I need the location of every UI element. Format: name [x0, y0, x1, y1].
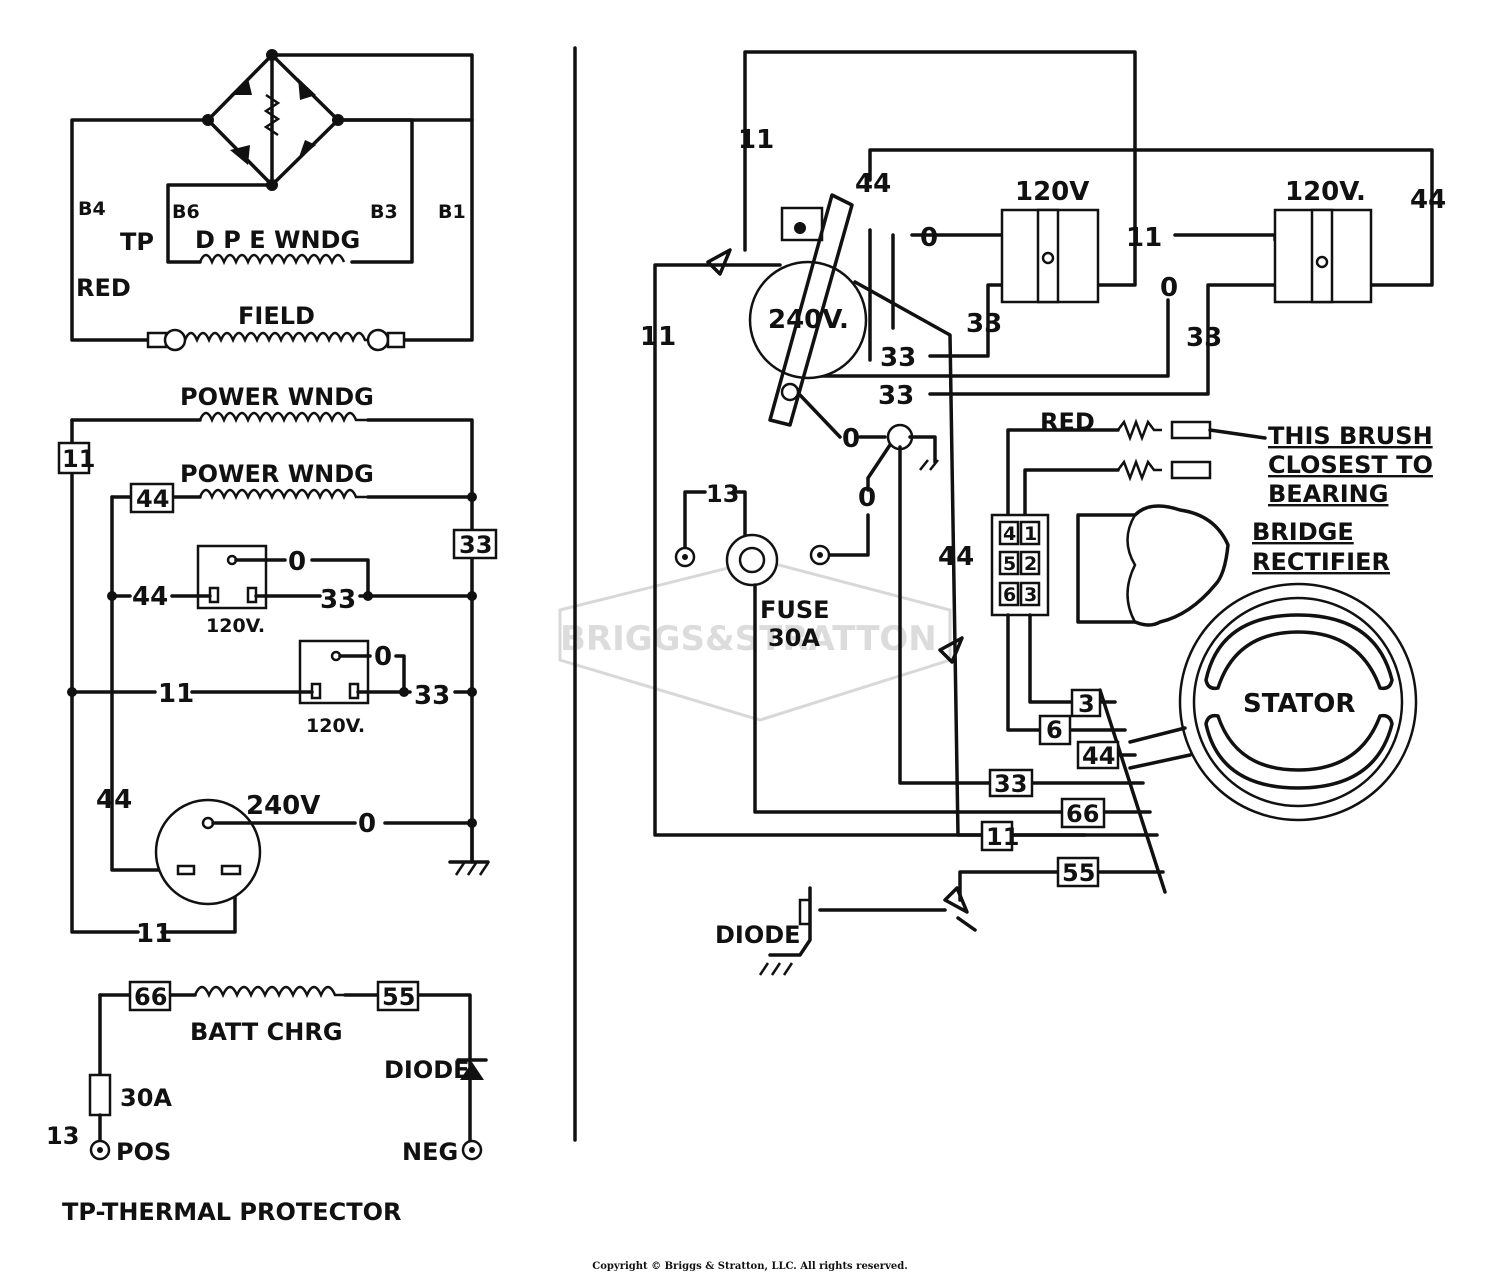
box-33: 33	[459, 531, 492, 559]
connector-pin-3: 3	[1024, 584, 1037, 606]
box-55-right: 55	[1062, 859, 1095, 887]
pictorial-wiring: 11 44 0 120V 11 120V. 44 0 33 33 11 240V…	[640, 50, 1446, 976]
receptacle-240v-label: 240V	[246, 791, 320, 821]
receptacle-120v-2-label: 120V.	[306, 715, 365, 737]
thermal-protector-footnote: TP-THERMAL PROTECTOR	[62, 1198, 402, 1226]
wire-0: 0	[288, 547, 306, 577]
receptacle-240v-label: 240V.	[768, 305, 849, 335]
bridge-rectifier-label-1: BRIDGE	[1252, 518, 1354, 546]
connector-pin-5: 5	[1003, 553, 1016, 575]
wire-33-d: 33	[878, 381, 914, 411]
receptacle-120v-b-label: 120V.	[1285, 177, 1366, 207]
terminal-b4: B4	[78, 198, 106, 220]
wire-44-right: 44	[1410, 185, 1446, 215]
brush-note-line-1: THIS BRUSH	[1268, 422, 1433, 450]
fuse-30a-label: 30A	[120, 1084, 172, 1112]
diode-label: DIODE	[384, 1056, 470, 1084]
wire-0-a: 0	[920, 223, 938, 253]
wire-44b: 44	[96, 785, 132, 815]
wire-11-top: 11	[738, 125, 774, 155]
box-55: 55	[382, 983, 415, 1011]
fuse-label-2: 30A	[768, 624, 820, 652]
stator-label: STATOR	[1243, 689, 1355, 719]
receptacle-120v-1-label: 120V.	[206, 615, 265, 637]
connector-pin-6: 6	[1003, 584, 1016, 606]
wire-11-left: 11	[640, 322, 676, 352]
connector-pin-1: 1	[1024, 523, 1037, 545]
box-6: 6	[1046, 716, 1063, 744]
wire-33-c: 33	[880, 343, 916, 373]
briggs-watermark: BRIGGS&STRATTON	[558, 558, 952, 722]
wire-11: 11	[158, 679, 194, 709]
battery-charge-section: 66 55 BATT CHRG 30A DIODE 13 POS NEG TP-…	[46, 980, 488, 1226]
box-66-right: 66	[1066, 800, 1099, 828]
dpe-winding-section: B4 B6 B3 B1 TP D P E WNDG RED FIELD	[70, 49, 474, 352]
dpe-winding-label: D P E WNDG	[195, 226, 360, 254]
box-66: 66	[134, 983, 167, 1011]
power-winding-2-label: POWER WNDG	[180, 460, 374, 488]
diode-label-right: DIODE	[715, 921, 801, 949]
red-brush-label: RED	[1040, 408, 1095, 436]
wire-0b: 0	[374, 642, 392, 672]
box-11-right: 11	[986, 823, 1019, 851]
field-label: FIELD	[238, 302, 315, 330]
copyright-notice: Copyright © Briggs & Stratton, LLC. All …	[592, 1261, 908, 1272]
fuse-label-1: FUSE	[760, 596, 830, 624]
wire-33b: 33	[414, 681, 450, 711]
tp-label: TP	[120, 228, 154, 256]
box-44: 44	[136, 485, 169, 513]
wire-44: 44	[132, 582, 168, 612]
terminal-b1: B1	[438, 201, 466, 223]
brush-note-line-2: CLOSEST TO	[1268, 451, 1433, 479]
wire-44-top: 44	[855, 169, 891, 199]
wire-0-b: 0	[1160, 273, 1178, 303]
wire-44-mid: 44	[938, 542, 974, 572]
watermark-text: BRIGGS&STRATTON	[560, 619, 937, 659]
wire-33: 33	[320, 585, 356, 615]
connector-pin-4: 4	[1003, 523, 1016, 545]
power-winding-1-label: POWER WNDG	[180, 383, 374, 411]
wire-33-b: 33	[1186, 323, 1222, 353]
box-33-right: 33	[994, 770, 1027, 798]
bridge-rectifier-label-2: RECTIFIER	[1252, 548, 1390, 576]
red-label: RED	[76, 274, 131, 302]
positive-terminal-label: POS	[116, 1138, 171, 1166]
brush-note-line-3: BEARING	[1268, 480, 1388, 508]
box-3: 3	[1078, 690, 1095, 718]
box-44-right: 44	[1082, 742, 1115, 770]
wire-33-a: 33	[966, 309, 1002, 339]
wire-11-right: 11	[1126, 223, 1162, 253]
wire-13-right: 13	[706, 480, 739, 508]
wire-11b: 11	[136, 919, 172, 949]
connector-pin-2: 2	[1024, 553, 1037, 575]
wire-0-c: 0	[842, 424, 860, 454]
negative-terminal-label: NEG	[402, 1138, 458, 1166]
power-winding-section: 11 44 33 POWER WNDG POWER WNDG 44 0 33 1…	[57, 383, 498, 949]
battery-charge-winding-label: BATT CHRG	[190, 1018, 343, 1046]
wire-13: 13	[46, 1122, 79, 1150]
receptacle-120v-a-label: 120V	[1015, 177, 1089, 207]
terminal-b3: B3	[370, 201, 398, 223]
wire-0c: 0	[358, 809, 376, 839]
box-11: 11	[62, 445, 95, 473]
wire-0-d: 0	[858, 483, 876, 513]
terminal-b6: B6	[172, 201, 200, 223]
